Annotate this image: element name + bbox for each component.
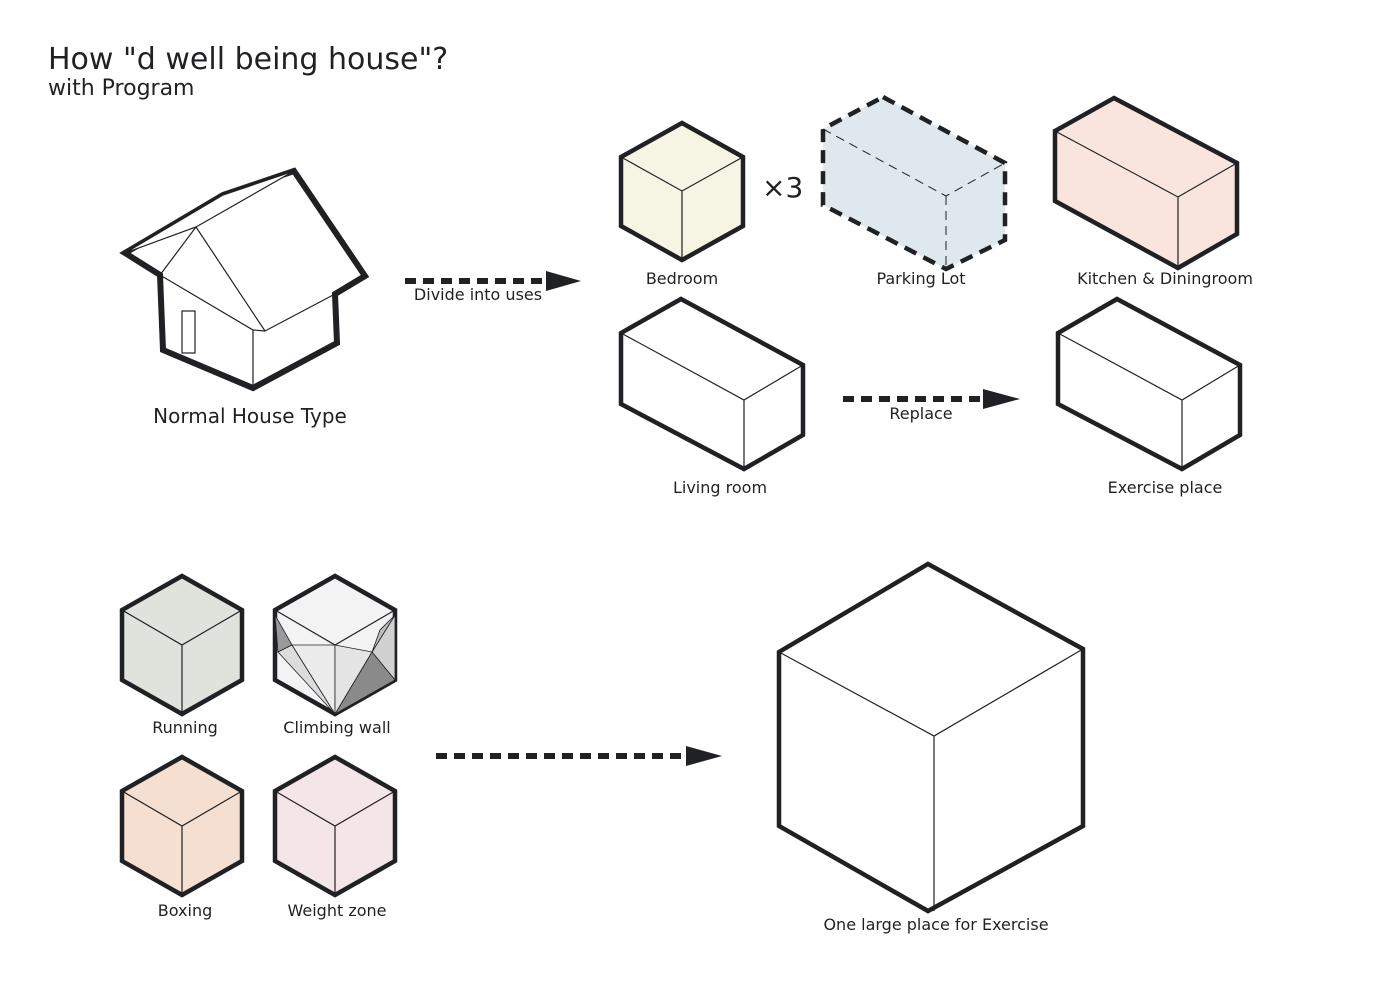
exercise-place-box-icon xyxy=(1055,296,1243,472)
kitchen-fill xyxy=(1052,95,1240,271)
kitchen-label: Kitchen & Diningroom xyxy=(1077,269,1253,288)
door-icon xyxy=(181,310,196,354)
parking-fill xyxy=(820,94,1008,272)
climbing-wall-cube-icon xyxy=(272,573,398,717)
running-label: Running xyxy=(152,718,218,737)
large-exercise-cube-icon xyxy=(776,561,1086,914)
exercise-fill xyxy=(1055,296,1243,472)
page-title: How "d well being house"? xyxy=(48,42,449,77)
bedroom-label: Bedroom xyxy=(645,269,719,288)
running-cube-icon xyxy=(119,573,245,717)
boxing-cube-icon xyxy=(119,754,245,898)
living-room-box-icon xyxy=(618,296,806,472)
parking-lot-label: Parking Lot xyxy=(876,269,966,288)
bedroom-multiplier: ×3 xyxy=(762,171,804,204)
large-exercise-label: One large place for Exercise xyxy=(823,915,1049,934)
parking-lot-box-icon xyxy=(820,94,1008,272)
living-room-label: Living room xyxy=(672,478,768,497)
replace-arrow-icon xyxy=(843,389,1020,409)
replace-arrow-label: Replace xyxy=(889,404,953,423)
house-label: Normal House Type xyxy=(153,404,347,428)
combine-arrow-icon xyxy=(436,746,722,766)
climbing-wall-label: Climbing wall xyxy=(283,718,391,737)
house-icon xyxy=(119,167,370,392)
kitchen-box-icon xyxy=(1052,95,1240,271)
exercise-place-label: Exercise place xyxy=(1107,478,1223,497)
bedroom-cube-icon xyxy=(618,120,746,263)
page-subtitle: with Program xyxy=(48,76,195,101)
divide-arrow-label: Divide into uses xyxy=(413,285,543,304)
boxing-label: Boxing xyxy=(157,901,213,920)
weight-zone-cube-icon xyxy=(272,754,398,898)
divide-arrow-icon xyxy=(405,271,581,291)
weight-zone-label: Weight zone xyxy=(287,901,387,920)
living-fill xyxy=(618,296,806,472)
